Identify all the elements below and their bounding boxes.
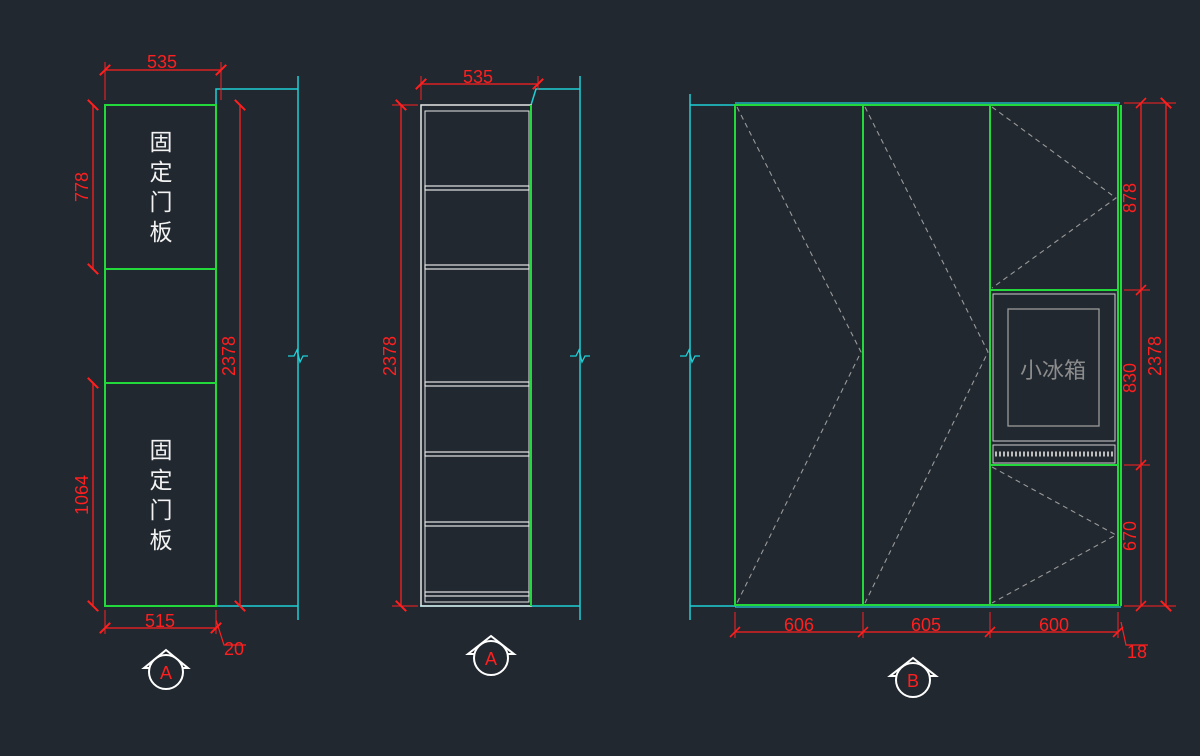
view-a-side: 535 2378 A [380,67,590,676]
dim-total-height: 2378 [380,336,400,376]
section-mark-a-side: A [465,634,517,676]
section-mark-a-front: A [141,648,191,690]
shelf [424,591,530,597]
shelf [424,381,530,387]
dim-top-width: 535 [147,52,177,72]
dim-offset: 18 [1127,642,1147,662]
fridge-inner-frame [992,293,1116,442]
shelf [424,264,530,270]
dim-lower-height: 1064 [72,475,92,515]
shelf [424,451,530,457]
dim-total-height: 2378 [1145,336,1165,376]
shelves [424,185,530,597]
dim-offset: 20 [224,639,244,659]
middle-open-section [104,268,217,384]
dim-leader-offset [1120,621,1148,646]
wall-top-step [215,88,298,105]
door-swing-lines [736,106,1118,604]
section-mark-b: B [887,656,939,698]
vent-grille [992,444,1116,464]
dim-width-2: 605 [911,615,941,635]
shelf [424,521,530,527]
svg-text:B: B [907,671,919,691]
fridge-label: 小冰箱 [1020,359,1086,384]
break-mark [570,348,590,364]
lower-right-door [989,464,1119,606]
cabinet-inner [424,110,530,603]
door-left [734,104,864,606]
break-mark [680,348,700,364]
dim-height-1: 878 [1120,183,1140,213]
door-middle [862,104,991,606]
dim-leader-offset [215,619,246,646]
svg-text:A: A [485,649,497,669]
wall-outline [104,105,298,607]
upper-panel-label: 固定门板 [150,130,173,246]
view-b: 小冰箱 606 605 600 18 878 830 670 2378 [680,94,1176,698]
view-a-front: 固定门板 固定门板 535 778 1064 2378 515 20 A [72,52,308,690]
fridge-body [1007,308,1100,427]
dim-bottom-width: 515 [145,611,175,631]
shelf [424,185,530,191]
lower-panel-label: 固定门板 [150,438,173,554]
dim-height-3: 670 [1120,521,1140,551]
lower-door-panel [104,382,217,607]
break-mark [288,348,308,364]
wall-top-step [530,88,580,106]
dim-height-2: 830 [1120,363,1140,393]
dim-width-3: 600 [1039,615,1069,635]
dim-upper-height: 778 [72,172,92,202]
upper-right-door [989,104,1119,291]
dim-width-1: 606 [784,615,814,635]
svg-text:A: A [160,663,172,683]
cabinet-carcass [420,104,532,607]
dim-total-height: 2378 [219,336,239,376]
dim-top-width: 535 [463,67,493,87]
